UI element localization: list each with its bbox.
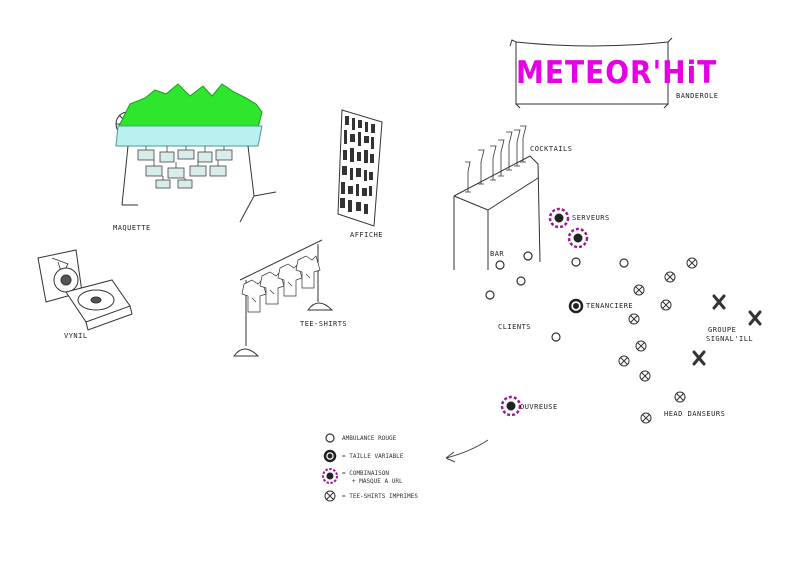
head-danseurs-label: HEAD DANSEURS <box>664 410 726 418</box>
tee-shirts-label: TEE-SHIRTS <box>300 320 348 328</box>
bar-label: BAR <box>490 250 505 258</box>
legend-text-flower-1: = COMBINAISON <box>342 470 389 477</box>
affiche-label: AFFICHE <box>350 231 384 239</box>
cocktails-label: COCKTAILS <box>530 145 573 153</box>
legend-text-plain: AMBULANCE ROUGE <box>342 435 397 442</box>
tee-shirts-drawing <box>233 239 334 357</box>
vynil-label: VYNIL <box>64 332 88 340</box>
tenanciere-symbol <box>568 298 584 314</box>
flower-symbols <box>500 207 589 417</box>
legend-plain-circle-icon <box>325 433 335 443</box>
legend-flower-dot-icon <box>322 468 338 484</box>
legend-text-crossed: = TEE-SHIRTS IMPRIMES <box>342 493 418 500</box>
bar-drawing <box>453 125 541 270</box>
groupe-x-marks <box>692 294 762 366</box>
crossed-circles <box>618 257 698 424</box>
banner-drawing <box>509 37 673 109</box>
legend-symbols <box>322 433 338 502</box>
maquette-drawing <box>115 83 277 223</box>
affiche-drawing <box>337 109 383 227</box>
ouvreuse-label: OUVREUSE <box>520 403 558 411</box>
banner-title: METEOR'HiT <box>516 54 718 91</box>
legend-text-flower-2: + MASQUE A URL <box>352 478 403 485</box>
legend-arrow <box>445 439 489 463</box>
vynil-drawing <box>37 249 133 331</box>
legend-filled-dot-icon <box>323 449 337 463</box>
groupe-label-line1: GROUPE <box>708 326 737 334</box>
tenanciere-label: TENANCIERE <box>586 302 634 310</box>
banner-label: BANDEROLE <box>676 92 719 100</box>
clients-plain-circles <box>485 251 629 342</box>
legend-crossed-circle-icon <box>324 490 336 502</box>
maquette-label: MAQUETTE <box>113 224 151 232</box>
serveurs-label: SERVEURS <box>572 214 610 222</box>
clients-label: CLIENTS <box>498 323 532 331</box>
groupe-label-line2: SIGNAL'ILL <box>706 335 754 343</box>
legend-text-filled: = TAILLE VARIABLE <box>342 453 404 460</box>
